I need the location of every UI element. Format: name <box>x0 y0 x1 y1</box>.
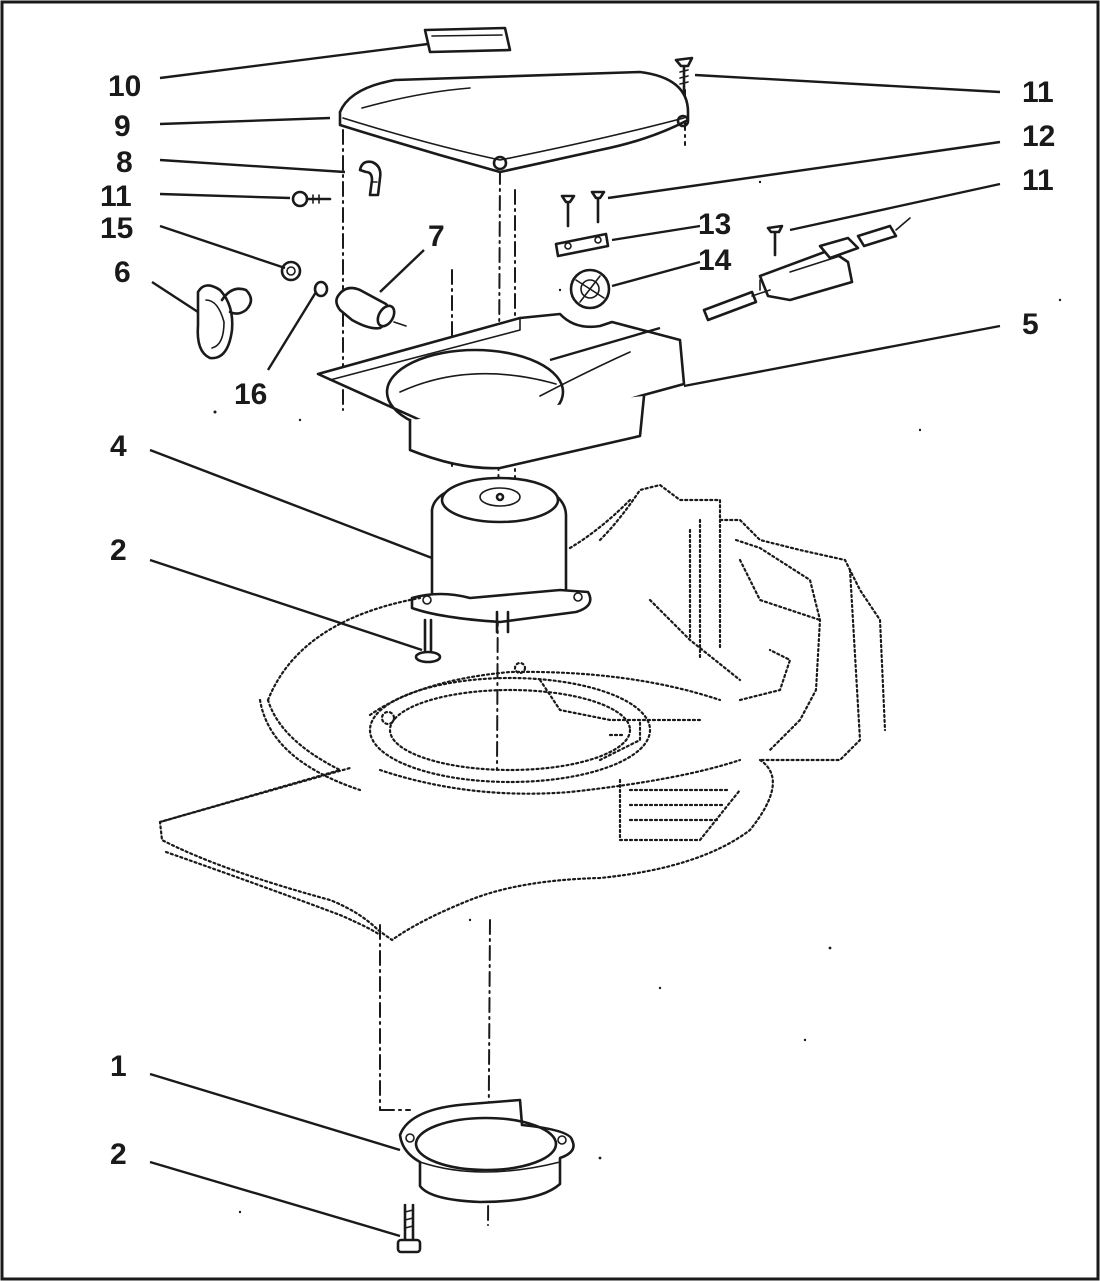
part-11-connector <box>702 217 911 322</box>
part-7-capacitor <box>335 286 407 330</box>
callout-14: 14 <box>698 244 732 277</box>
part-4-motor <box>410 476 592 634</box>
part-5-housing <box>316 312 686 470</box>
callout-labels: 10 9 8 11 15 6 7 16 11 12 11 13 14 5 4 2… <box>100 70 1055 1171</box>
part-16-washer <box>313 280 329 298</box>
part-9-motor-cover <box>338 70 690 174</box>
callout-4: 4 <box>110 430 127 463</box>
part-8-clip <box>358 160 382 197</box>
callout-12: 12 <box>1022 120 1055 153</box>
leader-lines <box>149 42 1001 1238</box>
callout-8: 8 <box>116 146 133 179</box>
callout-10: 10 <box>108 70 141 103</box>
part-15-nut <box>280 260 302 282</box>
callout-16: 16 <box>234 378 267 411</box>
callout-13: 13 <box>698 208 731 241</box>
part-6-cord-loop <box>196 284 253 360</box>
part-13-cord-clamp <box>554 232 610 258</box>
callout-1: 1 <box>110 1050 127 1083</box>
callout-11-top-right: 11 <box>1022 76 1054 109</box>
callout-11-right: 11 <box>1022 164 1054 197</box>
part-11-screw-top <box>674 56 694 94</box>
scan-speckles <box>213 180 1062 1214</box>
part-12-screws <box>560 190 606 228</box>
part-1-ring <box>398 1098 575 1204</box>
assembly-axes <box>342 89 686 1226</box>
part-11-screw-left <box>291 190 332 208</box>
callout-11-left: 11 <box>100 180 132 213</box>
part-2-screw-lower <box>396 1203 422 1254</box>
part-10-label <box>423 26 512 54</box>
callout-2-lower: 2 <box>110 1138 127 1171</box>
mower-deck <box>158 483 887 942</box>
callout-5: 5 <box>1022 308 1039 341</box>
part-2-screw-upper <box>414 618 442 664</box>
callout-7: 7 <box>428 220 445 253</box>
callout-2-upper: 2 <box>110 534 127 567</box>
callout-6: 6 <box>114 256 131 289</box>
part-14-strain-relief <box>569 268 611 310</box>
callout-9: 9 <box>114 110 131 143</box>
callout-15: 15 <box>100 212 133 245</box>
